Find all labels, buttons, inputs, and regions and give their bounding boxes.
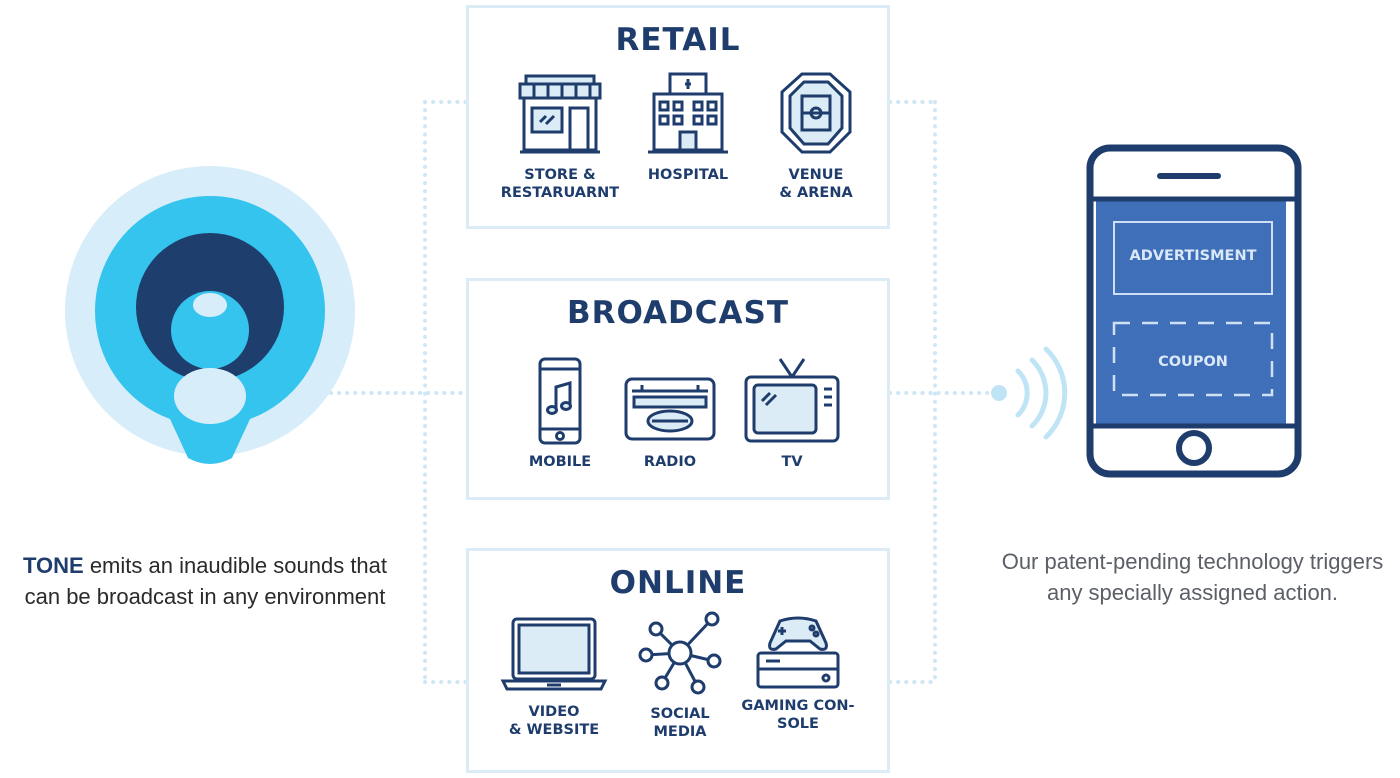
coupon-box	[1112, 321, 1274, 397]
laptop-icon	[500, 617, 608, 691]
retail-item-label: STORE & RESTARUARNT	[500, 167, 620, 201]
smartphone-icon	[1086, 144, 1302, 478]
technology-caption: Our patent-pending technology triggers a…	[1001, 549, 1384, 605]
stadium-icon	[780, 72, 852, 154]
online-item-social: SOCIAL MEDIA	[609, 607, 751, 741]
retail-item-store: STORE & RESTARUARNT	[489, 70, 631, 202]
dotted-connectors	[256, 100, 1002, 684]
advertisement-label: ADVERTISMENT	[1129, 248, 1257, 264]
tv-icon	[744, 358, 840, 443]
broadcast-item-radio: RADIO	[599, 357, 741, 471]
mobile-music-icon	[538, 357, 582, 445]
advertisement-box	[1113, 221, 1273, 295]
tone-brand-word: TONE	[22, 553, 84, 578]
online-item-label: VIDEO & WEBSITE	[508, 704, 600, 738]
retail-item-label: VENUE & ARENA	[779, 167, 853, 201]
online-title: ONLINE	[609, 565, 747, 601]
online-item-label: SOCIAL MEDIA	[650, 706, 710, 740]
online-panel: ONLINE VIDEO & WEBSITE	[466, 548, 890, 773]
broadcast-item-label: MOBILE	[528, 454, 592, 470]
coupon-label: COUPON	[1158, 354, 1228, 370]
storefront-icon	[518, 74, 602, 154]
tone-caption: TONE emits an inaudible sounds that can …	[10, 550, 400, 612]
retail-item-hospital: HOSPITAL	[617, 70, 759, 184]
sound-wave-icon	[991, 346, 1068, 440]
broadcast-item-tv: TV	[721, 357, 863, 471]
broadcast-panel: BROADCAST MOBILE	[466, 278, 890, 500]
hospital-icon	[648, 72, 728, 154]
broadcast-title: BROADCAST	[567, 295, 789, 331]
broadcast-item-mobile: MOBILE	[489, 357, 631, 471]
radio-icon	[624, 377, 716, 441]
online-item-gaming: GAMING CON- SOLE	[727, 613, 869, 733]
online-item-video: VIDEO & WEBSITE	[483, 613, 625, 739]
retail-title: RETAIL	[615, 22, 741, 58]
tone-caption-text: emits an inaudible sounds that can be br…	[24, 553, 388, 609]
retail-item-venue: VENUE & ARENA	[745, 70, 887, 202]
broadcast-item-label: RADIO	[643, 454, 697, 470]
online-item-label: GAMING CON- SOLE	[741, 698, 855, 732]
retail-item-label: HOSPITAL	[647, 167, 729, 183]
retail-panel: RETAIL STORE & RESTARUARNT	[466, 5, 890, 229]
network-icon	[638, 611, 722, 695]
gaming-console-icon	[756, 616, 840, 689]
tone-logo	[65, 166, 355, 464]
broadcast-item-label: TV	[781, 454, 803, 470]
